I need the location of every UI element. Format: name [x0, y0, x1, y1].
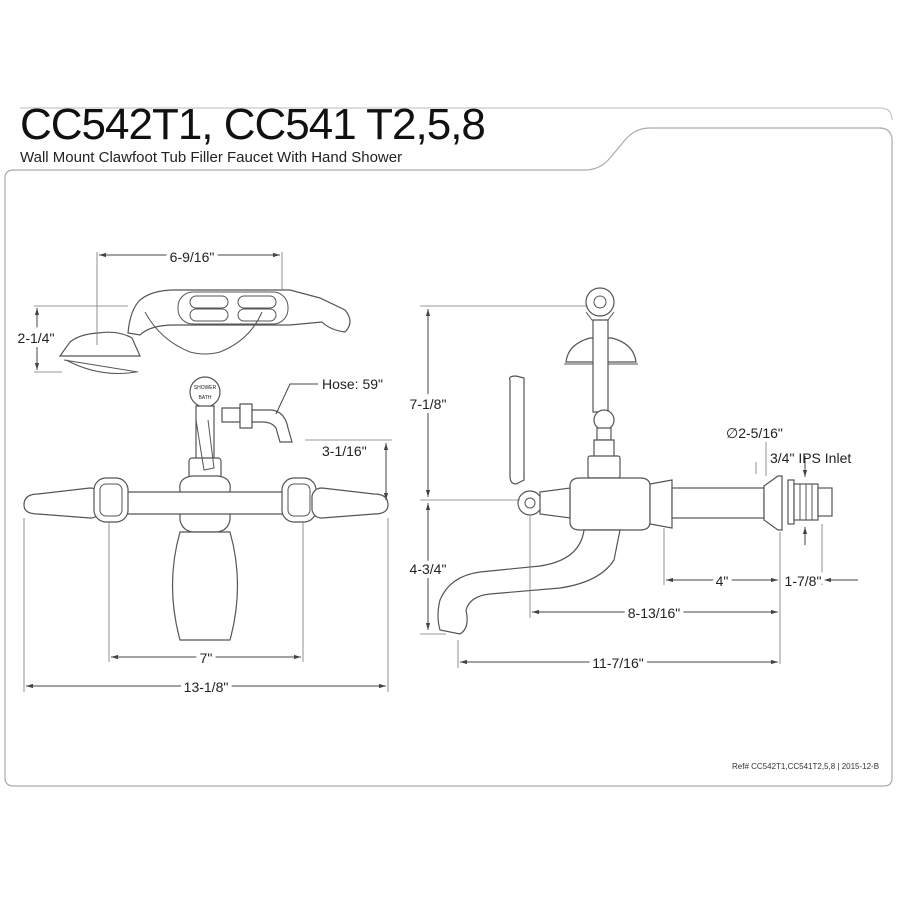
side-lever-handle: [509, 375, 525, 485]
side-view: 7-1/8" 4-3/4" ∅2-5/16" 3/4" IPS Inlet 4"…: [406, 287, 858, 675]
side-spout: [437, 529, 621, 635]
dim-valve-height: 3-1/16": [322, 443, 367, 459]
diverter-label-shower: SHOWER: [194, 385, 217, 391]
header-tab-top: [20, 107, 893, 121]
sheet-frame: [6, 28, 20, 98]
left-lever-handle: [23, 487, 101, 519]
diverter-label-bath: BATH: [199, 395, 212, 401]
left-bonnet: [93, 477, 129, 523]
dim-handshower-width: 6-9/16": [170, 249, 215, 265]
hose-elbow: [221, 407, 241, 423]
dim-body-to-wall: 4": [716, 573, 729, 589]
dim-inlet-thread: 3/4" IPS Inlet: [770, 450, 851, 466]
dim-overall-width: 13-1/8": [184, 679, 229, 695]
front-view: SHOWER BATH 6-9/16" 2: [14, 245, 392, 699]
side-supply-pipe: [671, 487, 765, 519]
side-hex-nut: [649, 479, 673, 529]
side-inlet-threads: [787, 479, 833, 525]
dim-spout-to-wall: 8-13/16": [628, 605, 680, 621]
title-tab-outline: [4, 127, 893, 787]
product-description: Wall Mount Clawfoot Tub Filler Faucet Wi…: [20, 149, 403, 166]
right-bonnet: [281, 477, 317, 523]
right-lever-handle: [311, 487, 389, 519]
dim-overall-height: 7-1/8": [410, 396, 447, 412]
dim-spout-drop: 4-3/4": [410, 561, 447, 577]
spout-base: [171, 531, 239, 641]
model-number-title: CC542T1, CC541 T2,5,8: [20, 100, 486, 149]
dim-hose-length: Hose: 59": [322, 376, 383, 392]
reference-code: Ref# CC542T1,CC541T2,5,8 | 2015-12-B: [732, 762, 880, 771]
dim-inlet-diameter: ∅2-5/16": [726, 425, 783, 441]
handshower-head: [58, 331, 141, 357]
valve-arms: [119, 491, 291, 515]
side-valve-body: [569, 477, 651, 531]
dim-spout-reach: 11-7/16": [592, 655, 643, 671]
dim-center-spacing: 7": [200, 650, 213, 666]
side-cradle-ring: [585, 287, 615, 317]
diverter-plate: [189, 376, 221, 408]
dim-handshower-height: 2-1/4": [18, 330, 55, 346]
dim-inlet-length: 1-7/8": [785, 573, 822, 589]
handshower-cradle: [144, 311, 263, 355]
side-wall-flange: [763, 475, 783, 531]
